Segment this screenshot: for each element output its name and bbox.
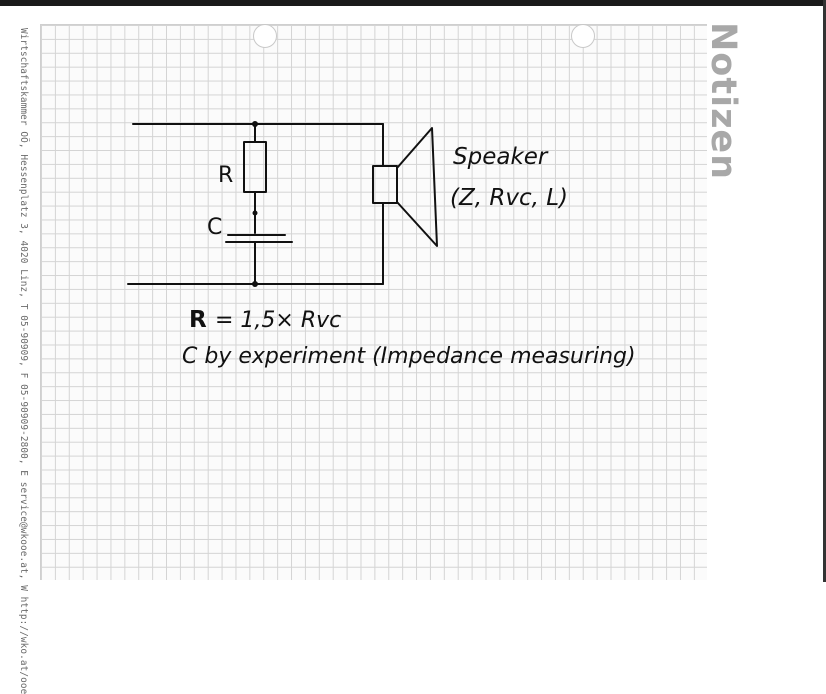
junction-dot-top bbox=[252, 121, 258, 127]
speaker-label: Speaker bbox=[453, 144, 549, 170]
speaker-magnet bbox=[372, 165, 398, 204]
speaker-network-diagram: R C Speaker (Z, Rvc, L) R = 1,5× Rvc C b… bbox=[127, 121, 636, 369]
notizen-title: Notizen bbox=[703, 22, 743, 181]
junction-dot-mid bbox=[252, 210, 258, 216]
resistor-label: R bbox=[218, 163, 233, 188]
capacitor-note: C by experiment (Impedance measuring) bbox=[182, 344, 636, 369]
grid-paper-sheet bbox=[40, 24, 707, 580]
margin-address-text: Wirtschaftskammer OÖ, Hessenplatz 3, 402… bbox=[18, 28, 29, 694]
scanner-edge-right bbox=[823, 0, 826, 582]
punch-hole-right bbox=[571, 24, 595, 48]
punch-hole-left bbox=[253, 24, 277, 48]
formula-r-rest: = 1,5× Rvc bbox=[215, 308, 341, 333]
capacitor-label: C bbox=[207, 215, 222, 240]
junction-dot-bottom bbox=[252, 281, 258, 287]
resistor-symbol bbox=[243, 141, 267, 193]
formula-r-symbol: R bbox=[189, 307, 207, 333]
speaker-cone bbox=[396, 127, 438, 247]
speaker-params: (Z, Rvc, L) bbox=[450, 185, 568, 211]
scanner-edge bbox=[0, 0, 826, 6]
